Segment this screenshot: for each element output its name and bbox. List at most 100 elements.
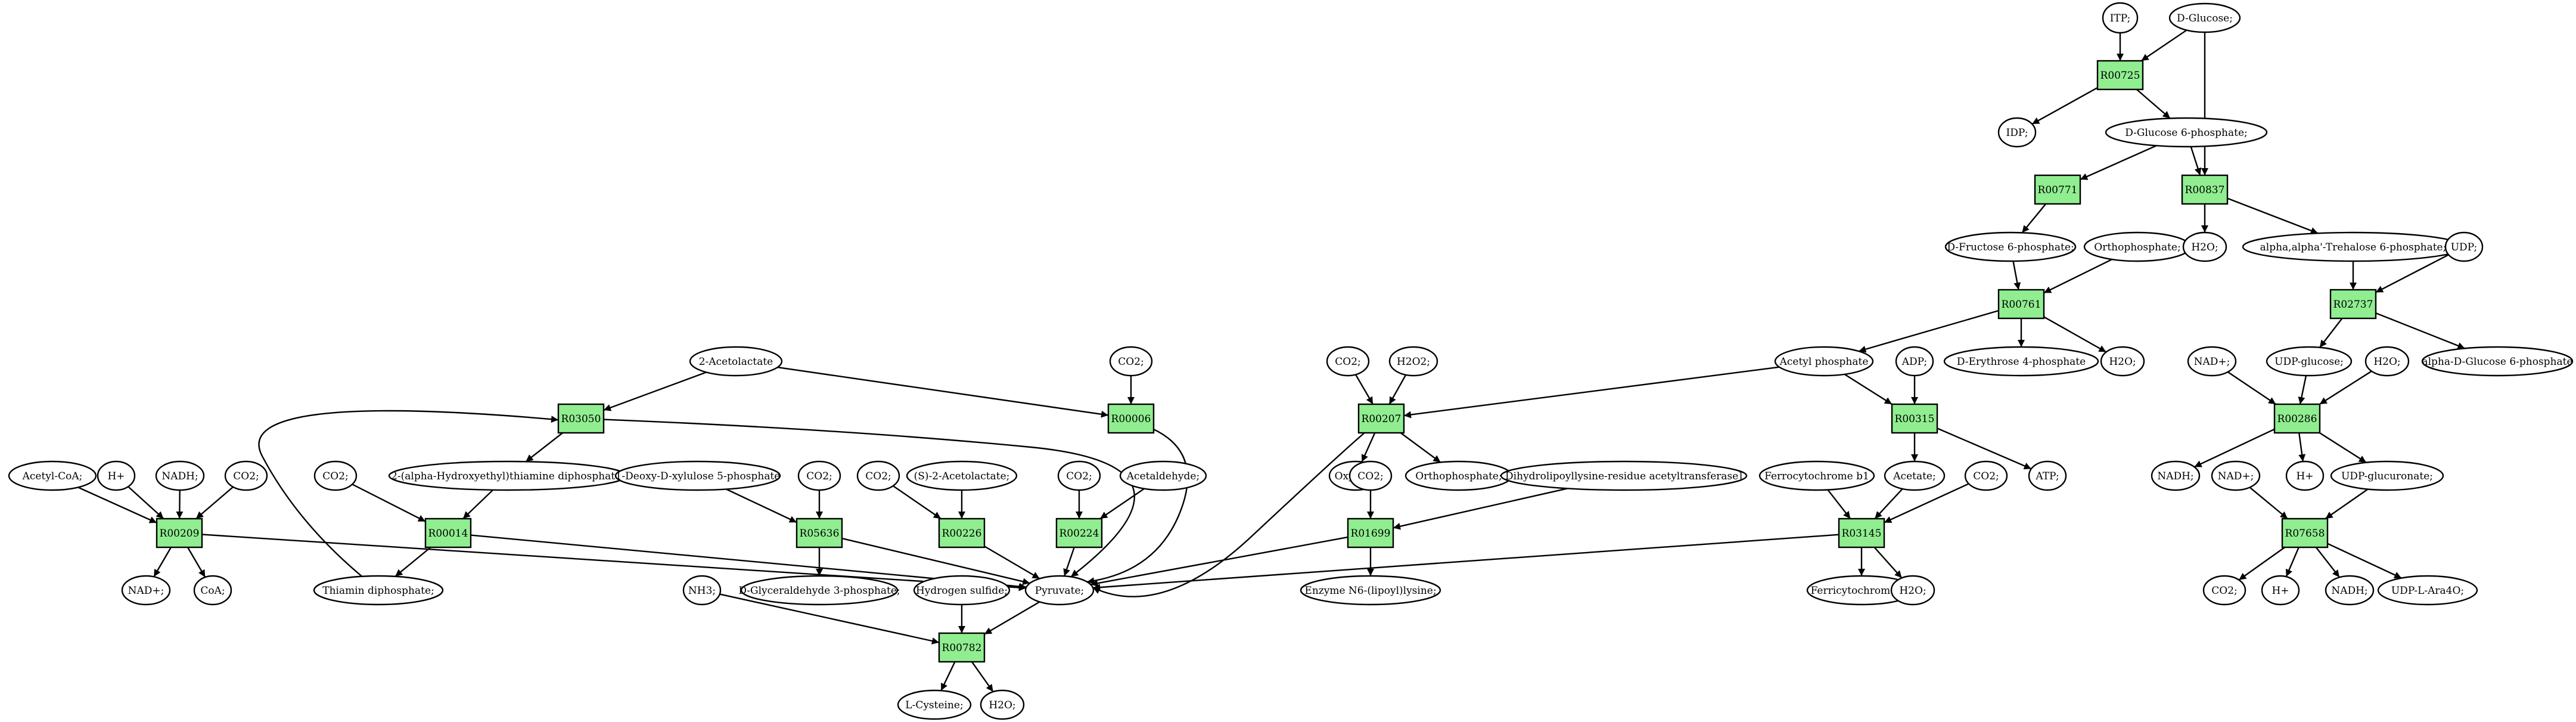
node-label: UDP-L-Ara4O; [2391,585,2464,597]
compound-ellipse [2261,575,2300,606]
reaction-box [2273,403,2321,434]
node-label: R00006 [1111,413,1151,425]
node-label: R00224 [1059,528,1099,540]
node-ferrocyt: Ferrocytochrome b1 [1758,460,1875,491]
compound-ellipse [2202,575,2246,606]
node-label: alpha-D-Glucose 6-phosphate [2422,356,2572,368]
node-label: NAD+; [128,585,164,597]
node-dlat: Dihydrolipoyllysine-residue acetyltransf… [1500,460,1748,491]
node-label: Dihydrolipoyllysine-residue acetyltransf… [1505,470,1742,482]
node-label: R03145 [1842,528,1882,540]
compound-ellipse [155,460,205,491]
reaction-box [1891,403,1938,434]
compound-ellipse [689,346,783,377]
node-label: R05636 [800,528,840,540]
reaction-box [1107,403,1155,434]
compound-ellipse [1388,346,1438,377]
edge-dlat-to-r01699 [1393,488,1568,530]
node-label: Orthophosphate; [2094,241,2180,253]
compound-ellipse [1884,460,1946,491]
edge-r00315-to-atp [1937,427,2032,470]
node-label: R02737 [2333,299,2373,311]
node-label: H+ [2272,585,2289,597]
node-label: NH3; [688,585,716,597]
node-label: D-Erythrose 4-phosphate [1957,356,2086,368]
compound-ellipse [121,575,171,606]
edge-acetolactate-to-r03050 [603,371,707,411]
node-label: (S)-2-Acetolactate; [914,470,1010,482]
node-acetaldehyde: Acetaldehyde; [1119,460,1207,491]
node-label: H2O2; [1397,356,1430,368]
compound-ellipse [740,575,899,606]
compound-ellipse [2377,575,2478,606]
reaction-box [1347,518,1394,549]
node-dglucose: D-Glucose; [2168,2,2241,33]
node-r05636: R05636 [796,518,843,549]
compound-ellipse [1758,460,1875,491]
node-ferricyt: Ferricytochrome b1 [1806,575,1917,606]
node-label: R00014 [428,528,468,540]
node-pyruvate: Pyruvate; [1024,575,1095,606]
edge-hethdp-to-r00014 [462,489,494,519]
reaction-box [1055,518,1103,549]
node-label: R00761 [2002,299,2041,311]
reaction-box [2329,289,2377,320]
reaction-box [1357,403,1405,434]
edge-r01699-to-pyruvate [1090,536,1348,587]
node-r00725: R00725 [2096,60,2144,91]
node-label: ADP; [1901,356,1927,368]
reaction-box [2096,60,2144,91]
edges-layer [77,29,2465,692]
edge-r00761-to-acetylp [1858,309,1999,353]
edge-r00014-to-thiamindp [394,547,431,577]
edge-r03050-to-hethdp [525,432,563,463]
node-label: Ferricytochrome b1 [1811,585,1913,597]
reaction-box [1838,518,1885,549]
edge-acetate-to-r03145 [1874,488,1903,519]
edge-acetaldehyde-to-r00224 [1099,488,1145,519]
node-r00207: R00207 [1357,403,1405,434]
node-label: UDP-glucuronate; [2341,470,2433,482]
node-r00837: R00837 [2181,174,2229,205]
node-co2_b: CO2; [1326,346,1370,377]
node-label: UDP; [2451,241,2478,253]
node-label: H2O; [989,699,1015,711]
node-r03145: R03145 [1838,518,1885,549]
node-co2_f: CO2; [856,460,900,491]
compound-ellipse [313,575,444,606]
node-nadh_c: NADH; [2325,575,2375,606]
edge-co2_f-to-r00226 [893,485,941,519]
edge-r03145-to-h2o_d [1873,547,1903,579]
edge-udp1-to-r02737 [2375,254,2449,293]
node-label: 1-Deoxy-D-xylulose 5-phosphate [616,470,781,482]
compound-ellipse [313,460,358,491]
edge-co2_c-to-r00209 [195,486,234,519]
node-r00782: R00782 [938,632,986,663]
node-adg6p: alpha-D-Glucose 6-phosphate [2421,346,2574,377]
node-label: CO2; [2211,585,2238,597]
reaction-box [2181,174,2229,205]
node-r02737: R02737 [2329,289,2377,320]
edge-r00771-to-f6p [2021,203,2047,234]
node-label: NADH; [2331,585,2367,597]
node-label: H2O; [2109,356,2136,368]
edge-r00209-to-coa [187,547,206,578]
node-r01699: R01699 [1347,518,1394,549]
node-h2o_b: H2O; [2100,346,2145,377]
node-label: NAD+; [2194,356,2230,368]
node-label: R00782 [942,642,982,654]
node-label: R03050 [561,413,601,425]
edge-r03145-to-pyruvate [1093,534,1839,591]
node-label: H2O; [2373,356,2400,368]
node-label: 2-Acetolactate [699,356,773,368]
node-label: R00315 [1895,413,1935,425]
edge-nad_b-to-r07658 [2249,487,2288,519]
compound-ellipse [1944,231,2077,262]
compound-ellipse [1109,346,1153,377]
edge-nadh_a-to-r00209 [176,489,184,519]
node-r00771: R00771 [2034,174,2081,205]
edge-r00725-to-idp [2031,87,2098,125]
compound-ellipse [1348,460,1393,491]
edge-g6p-to-r00837 [2190,146,2202,176]
node-lcysteine: L-Cysteine; [897,689,972,720]
